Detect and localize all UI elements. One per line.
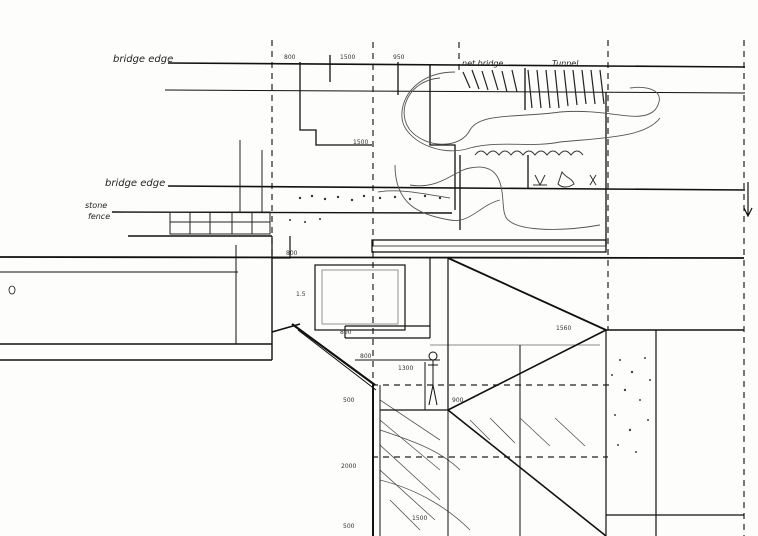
dotted-band xyxy=(289,194,442,223)
stone-label: stone xyxy=(85,201,107,210)
stone-fence xyxy=(169,140,271,235)
tunnel-label: Tunnel xyxy=(552,59,579,68)
net-bridge-label: net bridge xyxy=(462,59,503,68)
upper-structure xyxy=(299,55,607,253)
bridge-edge-mid-label: bridge edge xyxy=(105,178,165,189)
bridge-edge-top-label: bridge edge xyxy=(113,54,173,65)
ramp xyxy=(271,323,600,391)
dim-950: 950 xyxy=(393,54,405,61)
bridge-edge-top xyxy=(111,62,746,237)
dim-2000: 2000 xyxy=(341,463,356,470)
dim-500-b: 500 xyxy=(343,523,355,530)
dim-1500-mid: 1500 xyxy=(353,139,368,146)
dim-1-5: 1.5 xyxy=(296,291,306,298)
dim-800-low: 800 xyxy=(340,329,352,336)
dim-1560: 1560 xyxy=(556,325,571,332)
dim-1300: 1300 xyxy=(398,365,413,372)
stipple-area xyxy=(611,357,651,453)
dim-800-mid: 800 xyxy=(286,250,298,257)
dim-800-top: 800 xyxy=(284,54,296,61)
tunnel-path xyxy=(377,71,661,230)
dim-1500-low: 1500 xyxy=(412,515,427,522)
grid-lines xyxy=(271,40,745,536)
net-bridge-hatch xyxy=(462,69,605,109)
fence-label: fence xyxy=(88,212,110,221)
tunnel-arches xyxy=(474,150,597,188)
interior-room xyxy=(314,258,431,339)
dim-900: 900 xyxy=(452,397,464,404)
roof-triangle xyxy=(447,257,744,536)
dim-800-b: 800 xyxy=(360,353,372,360)
lower-hatch xyxy=(372,385,586,536)
dim-1500-top: 1500 xyxy=(340,54,355,61)
main-level xyxy=(0,236,745,361)
dim-500-a: 500 xyxy=(343,397,355,404)
arrow-down-icon xyxy=(743,182,753,218)
person-figure xyxy=(424,351,438,410)
